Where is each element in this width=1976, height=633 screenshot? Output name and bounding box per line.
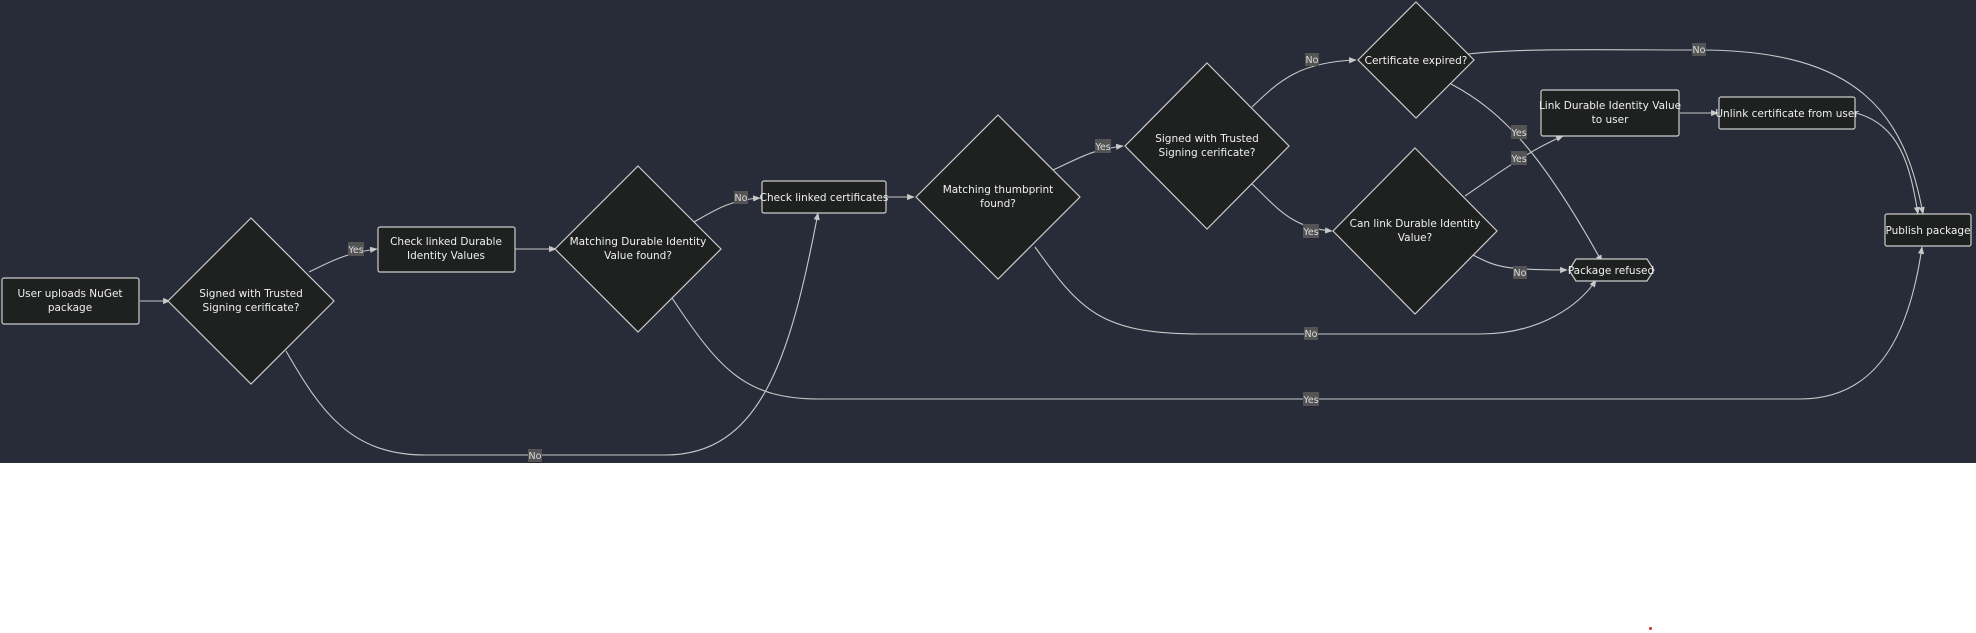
edge-label-no-signed2: No xyxy=(1305,53,1319,66)
node-text-line: Certificate expired? xyxy=(1365,55,1468,67)
flowchart: Yes No No Yes Yes No No Yes xyxy=(0,0,1976,463)
edge-label-yes-can-link: Yes xyxy=(1510,151,1527,165)
decision-signed-trusted-1: Signed with Trusted Signing cerificate? xyxy=(167,217,335,385)
node-text-line: to user xyxy=(1592,114,1629,126)
edge-label-no-can-link: No xyxy=(1513,266,1527,279)
node-text-line: Value found? xyxy=(604,250,672,262)
edge-label-no-cert-expired: No xyxy=(1692,43,1706,56)
edge-label-yes-match-thumb: Yes xyxy=(1094,139,1111,153)
edge-signed2-yes-can-link xyxy=(1251,183,1333,234)
node-text-line: Signed with Trusted xyxy=(199,288,303,300)
node-text-line: Identity Values xyxy=(407,250,485,262)
red-dot-marker xyxy=(1649,627,1652,630)
edge-cert-expired-no-publish xyxy=(1467,49,1925,215)
node-unlink-certificate: Unlink certificate from user xyxy=(1715,96,1859,130)
edge-label-text: No xyxy=(1693,45,1706,56)
node-text-line: package xyxy=(48,302,92,314)
node-text-line: User uploads NuGet xyxy=(17,288,122,300)
edge-label-text: Yes xyxy=(1510,154,1526,165)
edge-label-text: Yes xyxy=(1510,128,1526,139)
node-text-line: Signing cerificate? xyxy=(1159,147,1256,159)
edge-label-text: No xyxy=(1306,55,1319,66)
edge-label-text: Yes xyxy=(347,245,363,256)
decision-can-link-div: Can link Durable Identity Value? xyxy=(1332,147,1498,315)
node-upload: User uploads NuGet package xyxy=(1,277,140,325)
edge-cert-expired-yes-refused xyxy=(1450,83,1603,263)
node-text-line: Matching thumbprint xyxy=(943,184,1054,196)
flowchart-canvas: Yes No No Yes Yes No No Yes xyxy=(0,0,1976,463)
decision-matching-thumbprint: Matching thumbprint found? xyxy=(915,114,1081,280)
node-check-linked-div: Check linked Durable Identity Values xyxy=(377,226,516,273)
edge-label-text: No xyxy=(1514,268,1527,279)
edge-label-yes-signed2: Yes xyxy=(1302,224,1319,238)
node-text-line: Package refused xyxy=(1568,265,1654,277)
edge-match-thumb-no-refused xyxy=(1034,246,1597,335)
node-text-line: Publish package xyxy=(1885,225,1970,237)
edge-label-text: Yes xyxy=(1302,395,1318,406)
node-text-line: Check linked certificates xyxy=(760,192,889,204)
edge-labels: Yes No No Yes Yes No No Yes xyxy=(347,43,1706,462)
edge-signed1-yes-check-div xyxy=(308,246,378,273)
node-text-line: Matching Durable Identity xyxy=(570,236,707,248)
node-package-refused: Package refused xyxy=(1568,258,1655,282)
node-link-div-to-user: Link Durable Identity Value to user xyxy=(1539,89,1681,137)
edge-signed2-no-cert-expired xyxy=(1251,57,1357,108)
edge-label-text: No xyxy=(1305,329,1318,340)
edge-unlink-to-publish xyxy=(1855,112,1920,215)
edge-label-no-match-div: No xyxy=(734,191,748,204)
edge-label-yes-cert-expired: Yes xyxy=(1510,125,1527,139)
edge-signed1-no-check-certs xyxy=(285,212,820,456)
node-check-linked-certificates: Check linked certificates xyxy=(760,180,889,214)
edge-label-text: No xyxy=(735,193,748,204)
edge-can-link-no-refused xyxy=(1472,254,1568,274)
decision-signed-trusted-2: Signed with Trusted Signing cerificate? xyxy=(1124,62,1290,230)
edge-label-text: No xyxy=(529,451,542,462)
decision-certificate-expired: Certificate expired? xyxy=(1357,1,1475,119)
edge-label-no-match-thumb: No xyxy=(1304,327,1318,340)
decision-matching-div: Matching Durable Identity Value found? xyxy=(554,165,722,333)
node-publish-package: Publish package xyxy=(1884,213,1972,247)
node-text-line: Unlink certificate from user xyxy=(1715,108,1859,120)
blank-area xyxy=(0,463,1976,633)
node-text-line: Signing cerificate? xyxy=(203,302,300,314)
node-text-line: Link Durable Identity Value xyxy=(1539,100,1681,112)
edge-match-thumb-yes-signed2 xyxy=(1052,143,1124,171)
node-text-line: Signed with Trusted xyxy=(1155,133,1259,145)
edge-match-div-yes-publish xyxy=(671,246,1925,400)
node-text-line: Value? xyxy=(1398,232,1432,244)
edge-label-no-signed1: No xyxy=(528,449,542,462)
node-text-line: Can link Durable Identity xyxy=(1350,218,1481,230)
edges xyxy=(140,49,1925,456)
edge-label-yes-signed1: Yes xyxy=(347,242,364,256)
edge-label-yes-match-div: Yes xyxy=(1302,392,1319,406)
node-text-line: found? xyxy=(980,198,1016,210)
edge-label-text: Yes xyxy=(1094,142,1110,153)
edge-label-text: Yes xyxy=(1302,227,1318,238)
edge-match-div-no-check-certs xyxy=(693,195,761,223)
node-text-line: Check linked Durable xyxy=(390,236,502,248)
